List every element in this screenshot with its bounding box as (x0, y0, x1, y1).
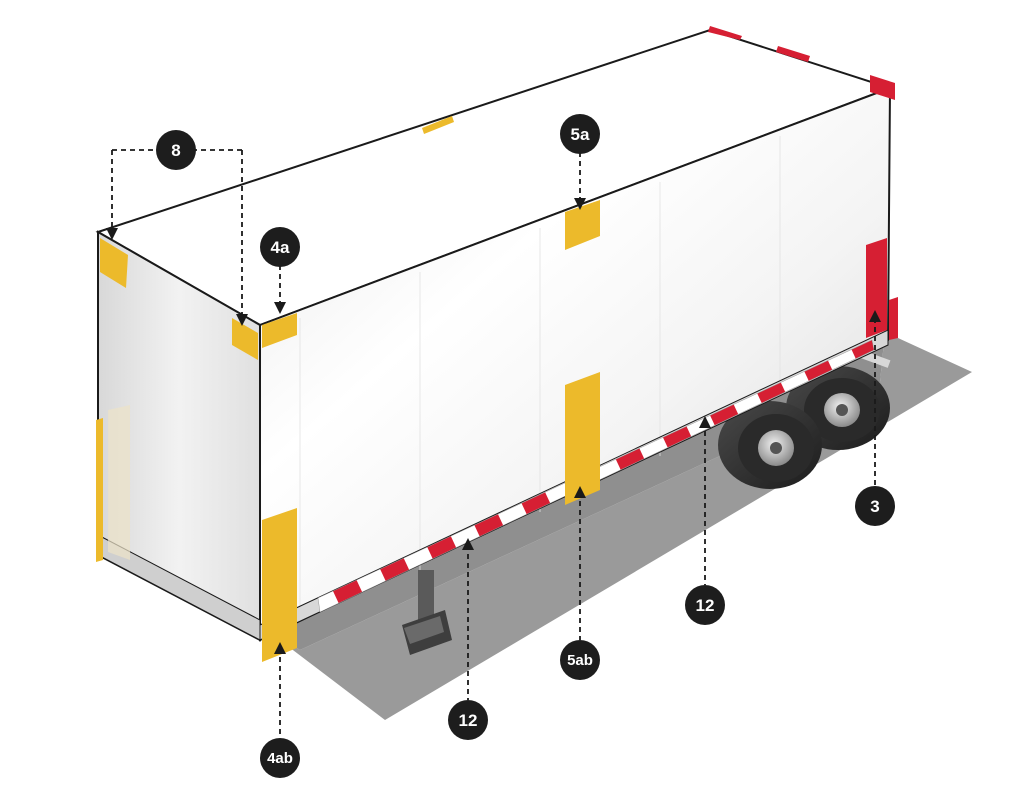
red-side-front-vertical-3 (866, 238, 887, 338)
red-front-lower-corner (889, 297, 898, 340)
svg-text:8: 8 (171, 141, 180, 160)
svg-text:5ab: 5ab (567, 652, 593, 669)
callout-12-right: 12 (685, 585, 725, 625)
amber-side-lower-corner-4ab (262, 508, 297, 662)
amber-markings (96, 116, 600, 662)
red-markings (708, 26, 898, 340)
amber-rear-left-vertical (96, 418, 103, 562)
callout-5ab: 5ab (560, 640, 600, 680)
svg-text:12: 12 (459, 711, 478, 730)
amber-side-mid-upper-5a (565, 200, 600, 250)
callout-4a: 4a (260, 227, 300, 267)
red-roof-front-corner-dash (708, 26, 742, 40)
callout-3: 3 (855, 486, 895, 526)
callout-5a: 5a (560, 114, 600, 154)
svg-text:5a: 5a (571, 125, 590, 144)
svg-text:4a: 4a (271, 238, 290, 257)
landing-gear (402, 570, 452, 655)
amber-rear-upper-left-corner (100, 238, 128, 288)
callout-12-left: 12 (448, 700, 488, 740)
amber-rear-upper-right-corner (232, 318, 258, 360)
amber-roof-mid (422, 116, 454, 134)
red-front-top-corner (870, 75, 895, 100)
callout-8: 8 (156, 130, 196, 170)
red-roof-front-dash-1 (776, 46, 810, 62)
svg-text:12: 12 (696, 596, 715, 615)
callout-4ab: 4ab (260, 738, 300, 778)
leader-lines (111, 149, 876, 738)
amber-side-mid-vertical-5ab (565, 372, 600, 505)
tandem-wheels (718, 350, 891, 489)
svg-text:3: 3 (870, 497, 879, 516)
svg-text:4ab: 4ab (267, 750, 293, 767)
amber-side-upper-corner-4a (262, 313, 297, 348)
leader-arrowheads (106, 198, 881, 654)
